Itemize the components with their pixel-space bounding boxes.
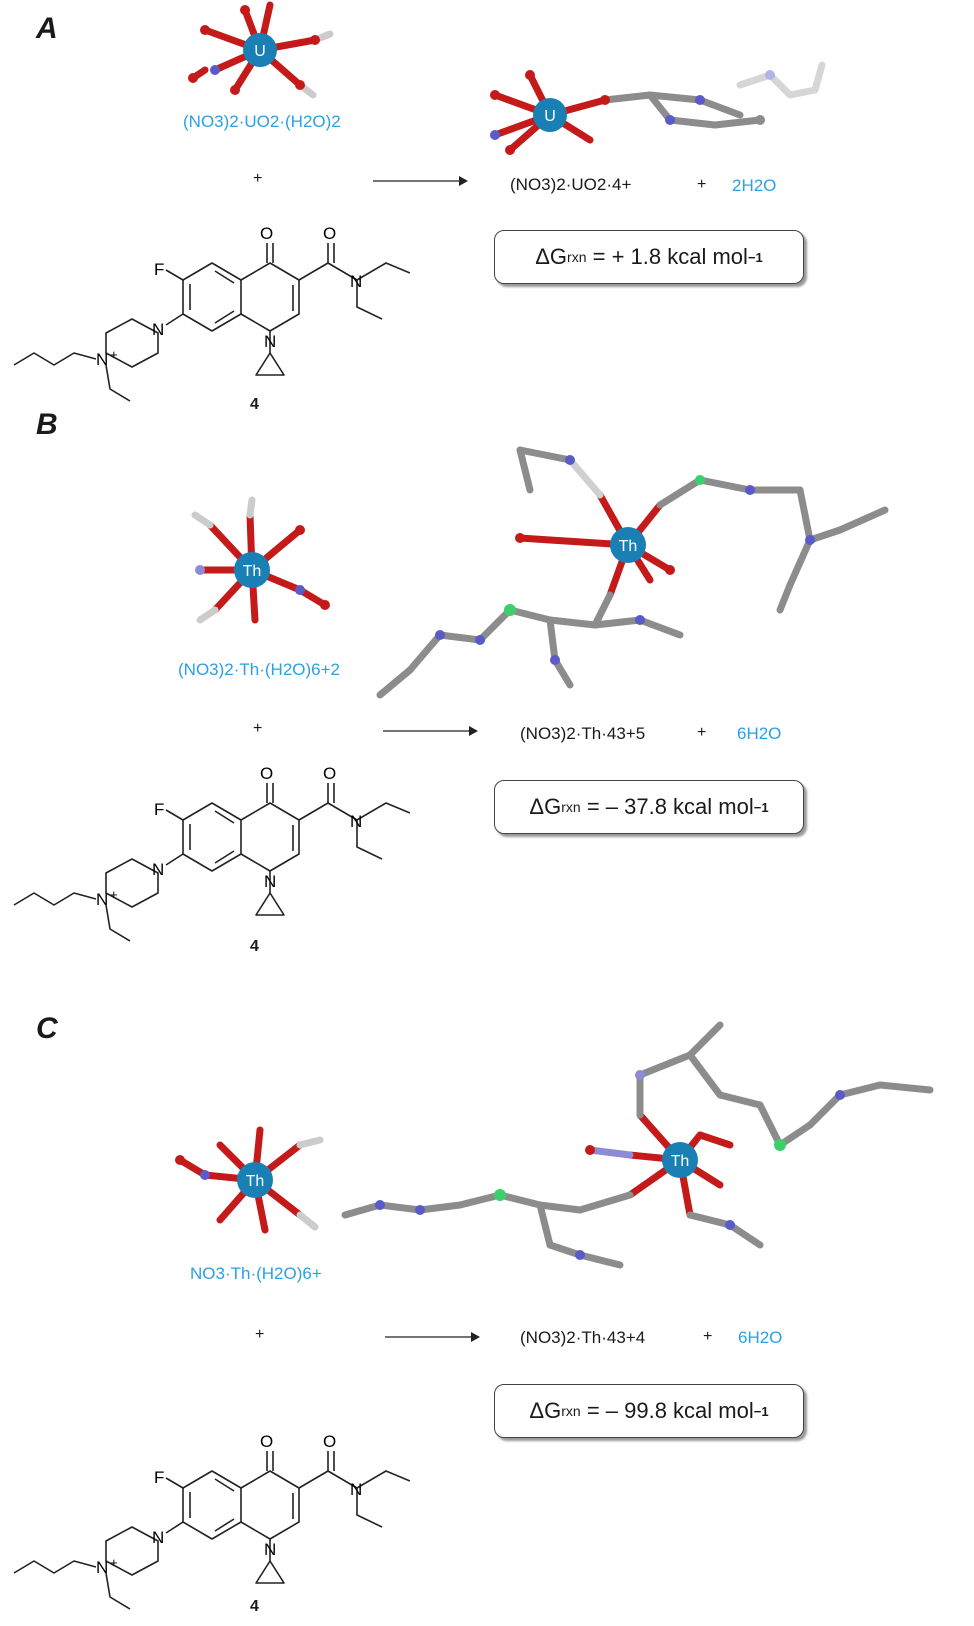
product-metal-label-b: Th xyxy=(619,538,638,555)
compound-label-b: 4 xyxy=(250,938,259,955)
reactant-formula-b: (NO3)2·Th·(H2O)6+2 xyxy=(178,660,341,679)
atom-o-a1: O xyxy=(260,224,273,243)
plus-c-left: + xyxy=(255,1326,265,1343)
atom-n-c2: N xyxy=(264,1540,276,1559)
atom-f-c: F xyxy=(154,1468,164,1487)
plus-b-left: + xyxy=(253,720,263,737)
dg-value-c: = – 99.8 kcal mol xyxy=(586,1398,754,1423)
atom-f-b: F xyxy=(154,800,164,819)
atom-nplus-b: + xyxy=(110,887,118,902)
product-metal-label-c: Th xyxy=(671,1153,690,1170)
product-formula-c: (NO3)2·Th·43+4 xyxy=(520,1328,646,1347)
atom-o-b2: O xyxy=(323,764,336,783)
atom-n-b1: N xyxy=(350,812,362,831)
dg-sub-b: rxn xyxy=(561,799,581,815)
atom-n-c3: N xyxy=(152,1528,164,1547)
byproduct-b: 6H2O xyxy=(737,724,782,743)
plus-c-right: + xyxy=(703,1328,713,1345)
atom-o-c1: O xyxy=(260,1432,273,1451)
atom-n-a2: N xyxy=(264,332,276,351)
atom-f-a: F xyxy=(154,260,164,279)
atom-o-b1: O xyxy=(260,764,273,783)
dg-exp-b: −1 xyxy=(753,799,769,815)
atom-n-a4: N xyxy=(96,350,108,369)
byproduct-a: 2H2O xyxy=(732,176,777,195)
atom-o-c2: O xyxy=(323,1432,336,1451)
metal-label-b: Th xyxy=(243,563,262,580)
dg-sub-a: rxn xyxy=(567,249,587,265)
plus-a-right: + xyxy=(697,176,707,193)
atom-n-c4: N xyxy=(96,1558,108,1577)
metal-label-a: U xyxy=(254,43,266,60)
product-metal-label-a: U xyxy=(544,108,556,125)
plus-b-right: + xyxy=(697,724,707,741)
compound-4-structure-a: O O N N F N N + xyxy=(13,224,410,402)
product-complex-c: Th xyxy=(341,1021,934,1269)
reaction-arrow-a xyxy=(373,176,468,186)
atom-n-a3: N xyxy=(152,320,164,339)
dg-exp-a: −1 xyxy=(747,249,763,265)
byproduct-c: 6H2O xyxy=(738,1328,783,1347)
compound-label-a: 4 xyxy=(250,396,259,413)
atom-o-a2: O xyxy=(323,224,336,243)
dg-symbol-c: ΔG xyxy=(529,1398,562,1423)
reactant-complex-a: U xyxy=(188,1,334,99)
panel-letter-a: A xyxy=(36,12,58,45)
metal-label-c: Th xyxy=(246,1173,265,1190)
dg-exp-c: −1 xyxy=(753,1403,769,1419)
atom-n-b3: N xyxy=(152,860,164,879)
atom-nplus-c: + xyxy=(110,1555,118,1570)
reactant-formula-a: (NO3)2·UO2·(H2O)2 xyxy=(183,112,341,131)
compound-label-c: 4 xyxy=(250,1598,259,1615)
atom-n-b2: N xyxy=(264,872,276,891)
atom-nplus-a: + xyxy=(110,347,118,362)
reactant-complex-b: Th xyxy=(191,496,330,624)
atom-n-c1: N xyxy=(350,1480,362,1499)
product-complex-a: U xyxy=(490,61,826,155)
reactant-formula-c: NO3·Th·(H2O)6+ xyxy=(190,1264,322,1283)
compound-4-structure-c: O O N N F N N + xyxy=(13,1432,410,1610)
panel-letter-b: B xyxy=(36,408,58,441)
product-complex-b: Th xyxy=(376,446,889,699)
reaction-arrow-b xyxy=(383,726,478,736)
panel-letter-c: C xyxy=(36,1012,58,1045)
dg-value-a: = + 1.8 kcal mol xyxy=(592,244,748,269)
dg-symbol-b: ΔG xyxy=(529,794,562,819)
product-formula-a: (NO3)2·UO2·4+ xyxy=(510,175,632,194)
plus-a-left: + xyxy=(253,170,263,187)
atom-n-b4: N xyxy=(96,890,108,909)
atom-n-a1: N xyxy=(350,272,362,291)
dg-value-b: = – 37.8 kcal mol xyxy=(586,794,754,819)
dg-sub-c: rxn xyxy=(561,1403,581,1419)
compound-4-structure-b: O O N N F N N + xyxy=(13,764,410,942)
product-formula-b: (NO3)2·Th·43+5 xyxy=(520,724,646,743)
reaction-arrow-c xyxy=(385,1332,480,1342)
reactant-complex-c: Th xyxy=(175,1126,324,1234)
dg-symbol-a: ΔG xyxy=(535,244,568,269)
